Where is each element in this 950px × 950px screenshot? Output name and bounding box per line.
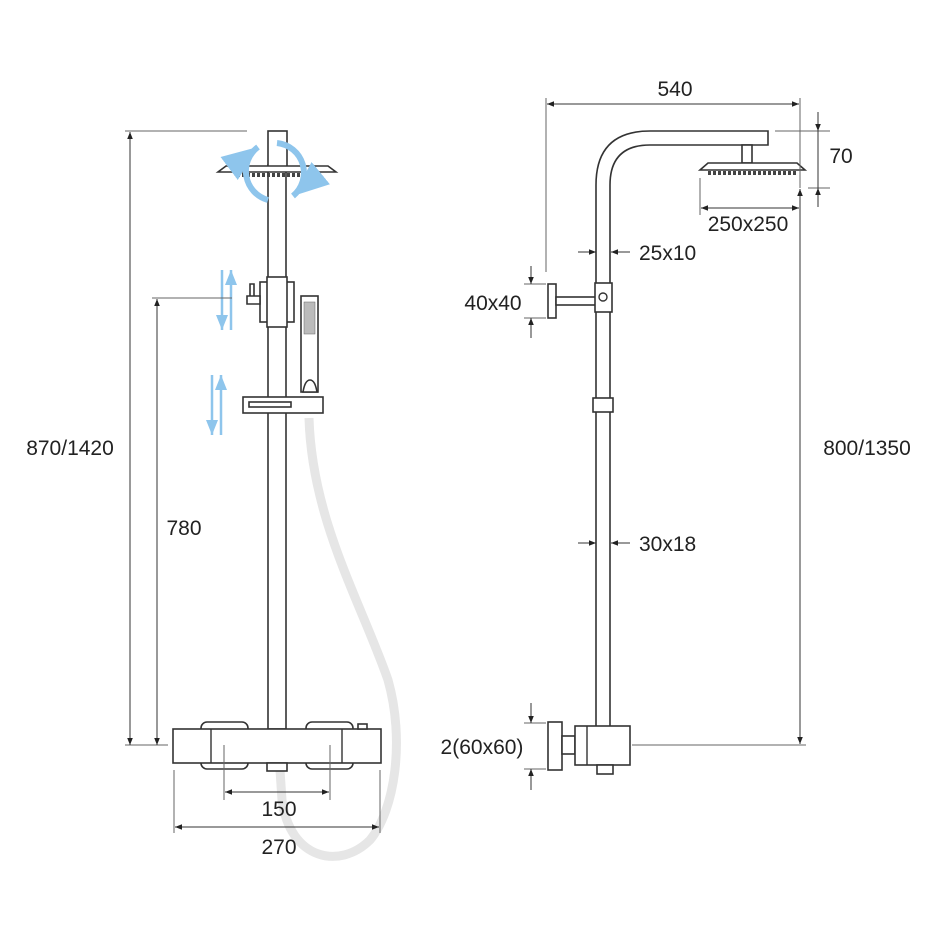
connector-bottom-nut — [596, 764, 614, 775]
label-arm-reach: 540 — [657, 78, 692, 101]
label-upper-pipe: 25x10 — [639, 242, 696, 265]
shower-arm — [595, 130, 769, 730]
height-adjust-arrows-icon — [206, 270, 237, 435]
thermostatic-mixer — [172, 728, 382, 764]
front-view: 870/1420 780 150 270 — [26, 130, 401, 861]
label-inlet-spacing: 150 — [261, 798, 296, 821]
pipe-collar — [592, 397, 614, 413]
rotation-arrow-icon — [220, 140, 330, 203]
flange-nut — [561, 735, 576, 755]
label-lower-pipe: 30x18 — [639, 533, 696, 556]
label-holder-height: 780 — [166, 517, 201, 540]
rain-shower-head — [215, 165, 339, 173]
label-head-drop: 70 — [829, 145, 852, 168]
side-rain-head — [697, 162, 808, 171]
diverter-knob — [547, 283, 557, 319]
soap-shelf-slot — [248, 401, 292, 408]
head-connector — [267, 130, 288, 168]
label-wall-flange: 2(60x60) — [441, 736, 524, 759]
label-diverter-knob: 40x40 — [464, 292, 521, 315]
label-mixer-width: 270 — [261, 836, 296, 859]
side-view: 540 70 250x250 25x10 40x40 30x18 800/135… — [441, 78, 911, 790]
riser-pipe — [267, 164, 287, 730]
head-stem — [741, 144, 753, 164]
mixer-button — [357, 723, 368, 730]
hose — [275, 417, 401, 861]
wall-connector — [574, 725, 631, 766]
wall-flange — [547, 721, 563, 771]
label-total-height: 870/1420 — [26, 437, 114, 460]
label-riser-height: 800/1350 — [823, 437, 911, 460]
holder-clamp — [266, 276, 288, 328]
label-head-size: 250x250 — [708, 213, 789, 236]
diverter-stem — [555, 296, 597, 306]
holder-knob — [246, 283, 261, 305]
hand-shower-cone — [302, 379, 318, 393]
mixer-outlet-nut — [266, 762, 288, 772]
hand-shower-nozzles — [303, 301, 316, 335]
